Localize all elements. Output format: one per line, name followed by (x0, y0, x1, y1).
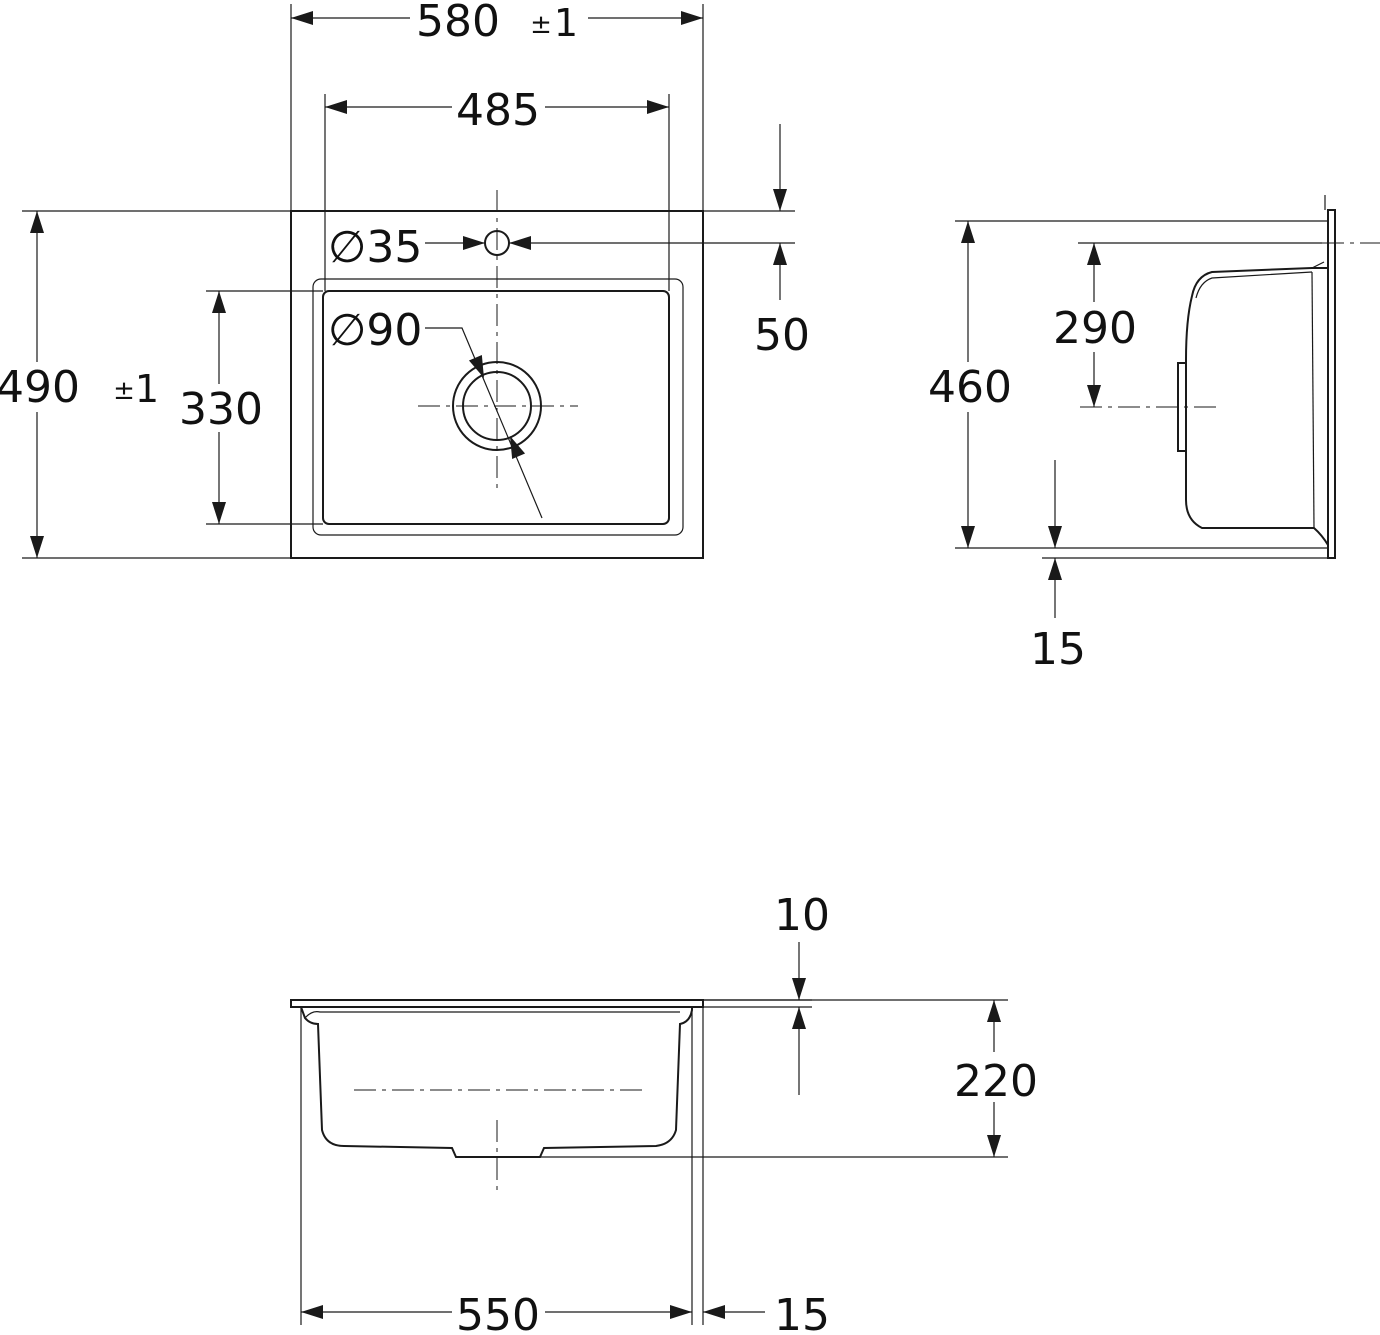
front-bowl-width-label: 550 (456, 1290, 540, 1335)
bowl-depth-label: 330 (179, 384, 263, 435)
overall-depth-tol-value: 1 (135, 367, 159, 411)
front-view-bowl (300, 1006, 693, 1158)
tap-hole-callout: ∅35 (328, 222, 598, 273)
drain-position-label: 290 (1053, 303, 1137, 354)
side-view-bowl-profile (1185, 267, 1329, 546)
overall-depth-label: 490 (0, 362, 80, 413)
tap-hole-label: ∅35 (328, 222, 422, 273)
dimension-220: 220 (540, 999, 1038, 1158)
tap-offset-label: 50 (754, 310, 810, 361)
dimension-485: 485 (324, 85, 670, 291)
side-depth-label: 460 (928, 362, 1012, 413)
top-view-bowl (322, 290, 670, 525)
bowl-width-label: 485 (456, 85, 540, 136)
side-view-rim (1327, 209, 1336, 559)
overall-depth-tol-sign: ± (113, 376, 135, 406)
bowl-height-label: 220 (954, 1056, 1038, 1107)
dimension-290: 290 (1053, 242, 1322, 407)
overall-width-label: 580 (416, 0, 500, 47)
dimension-330: 330 (179, 290, 323, 525)
drain-hole-label: ∅90 (328, 305, 422, 356)
dimension-580: 580 ± 1 (290, 0, 704, 211)
dimension-50: 50 (598, 124, 810, 361)
front-view-rim (290, 999, 704, 1008)
top-view-inner-frame (312, 278, 684, 536)
dimension-550: 550 (300, 1007, 704, 1335)
top-view: 580 ± 1 485 490 ± 1 (0, 0, 810, 559)
front-edge-offset-label: 15 (774, 1290, 830, 1335)
overall-width-tol-sign: ± (530, 10, 552, 40)
drain-callout: ∅90 (328, 305, 543, 519)
rim-thickness-label: 10 (774, 890, 830, 941)
dimension-10: 10 (692, 890, 830, 1095)
side-view: 460 290 15 (928, 195, 1380, 675)
dimension-15-front: 15 (703, 1290, 830, 1335)
dimension-490: 490 ± 1 (0, 210, 291, 559)
dimension-15-side: 15 (1030, 460, 1328, 675)
rim-offset-label: 15 (1030, 624, 1086, 675)
overall-width-tol-value: 1 (554, 1, 578, 45)
front-view: 10 220 550 15 (290, 890, 1038, 1335)
dimension-460: 460 (928, 220, 1328, 549)
